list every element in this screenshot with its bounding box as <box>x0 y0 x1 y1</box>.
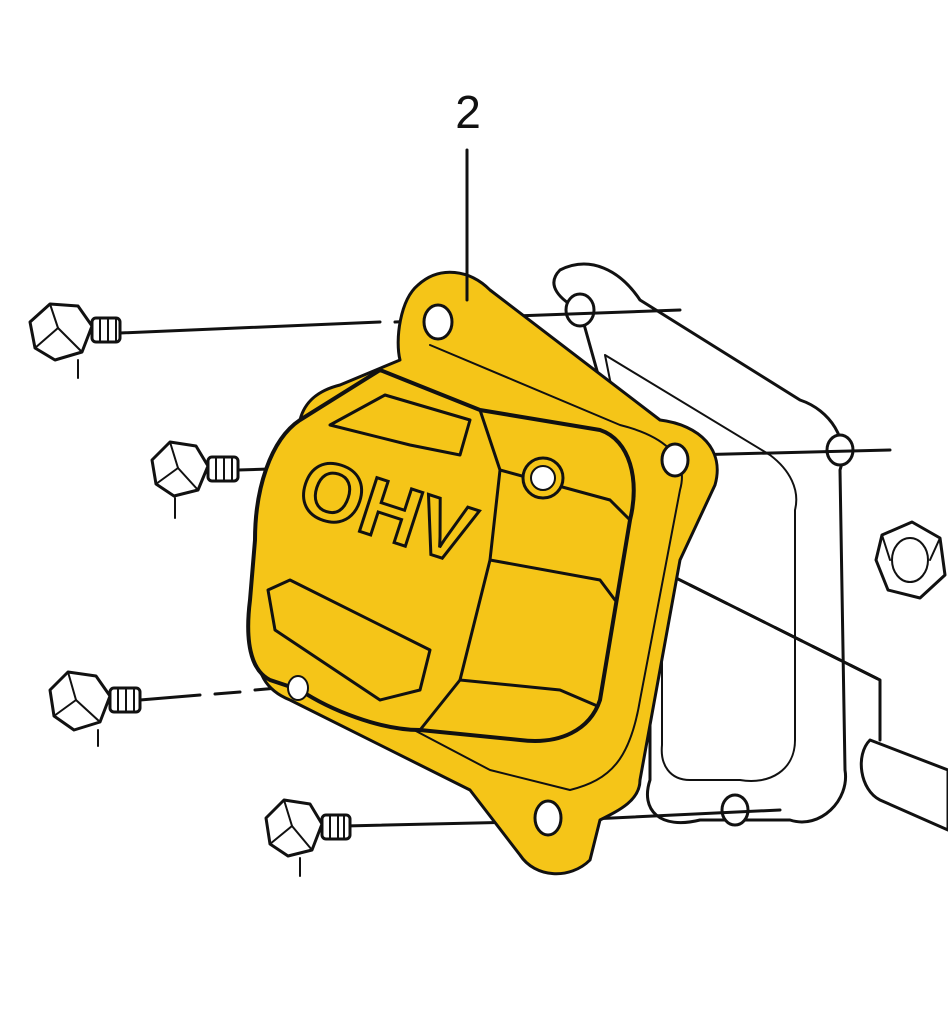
bolt-upper-left <box>28 302 122 379</box>
callout-2: 2 <box>455 86 481 302</box>
bolt-middle-left <box>150 440 240 519</box>
valve-cover: OHV <box>246 270 719 876</box>
hex-nut <box>874 520 947 600</box>
bolt-bottom <box>264 798 352 877</box>
callout-number: 2 <box>455 86 481 138</box>
bolt-lower-left <box>48 670 142 747</box>
